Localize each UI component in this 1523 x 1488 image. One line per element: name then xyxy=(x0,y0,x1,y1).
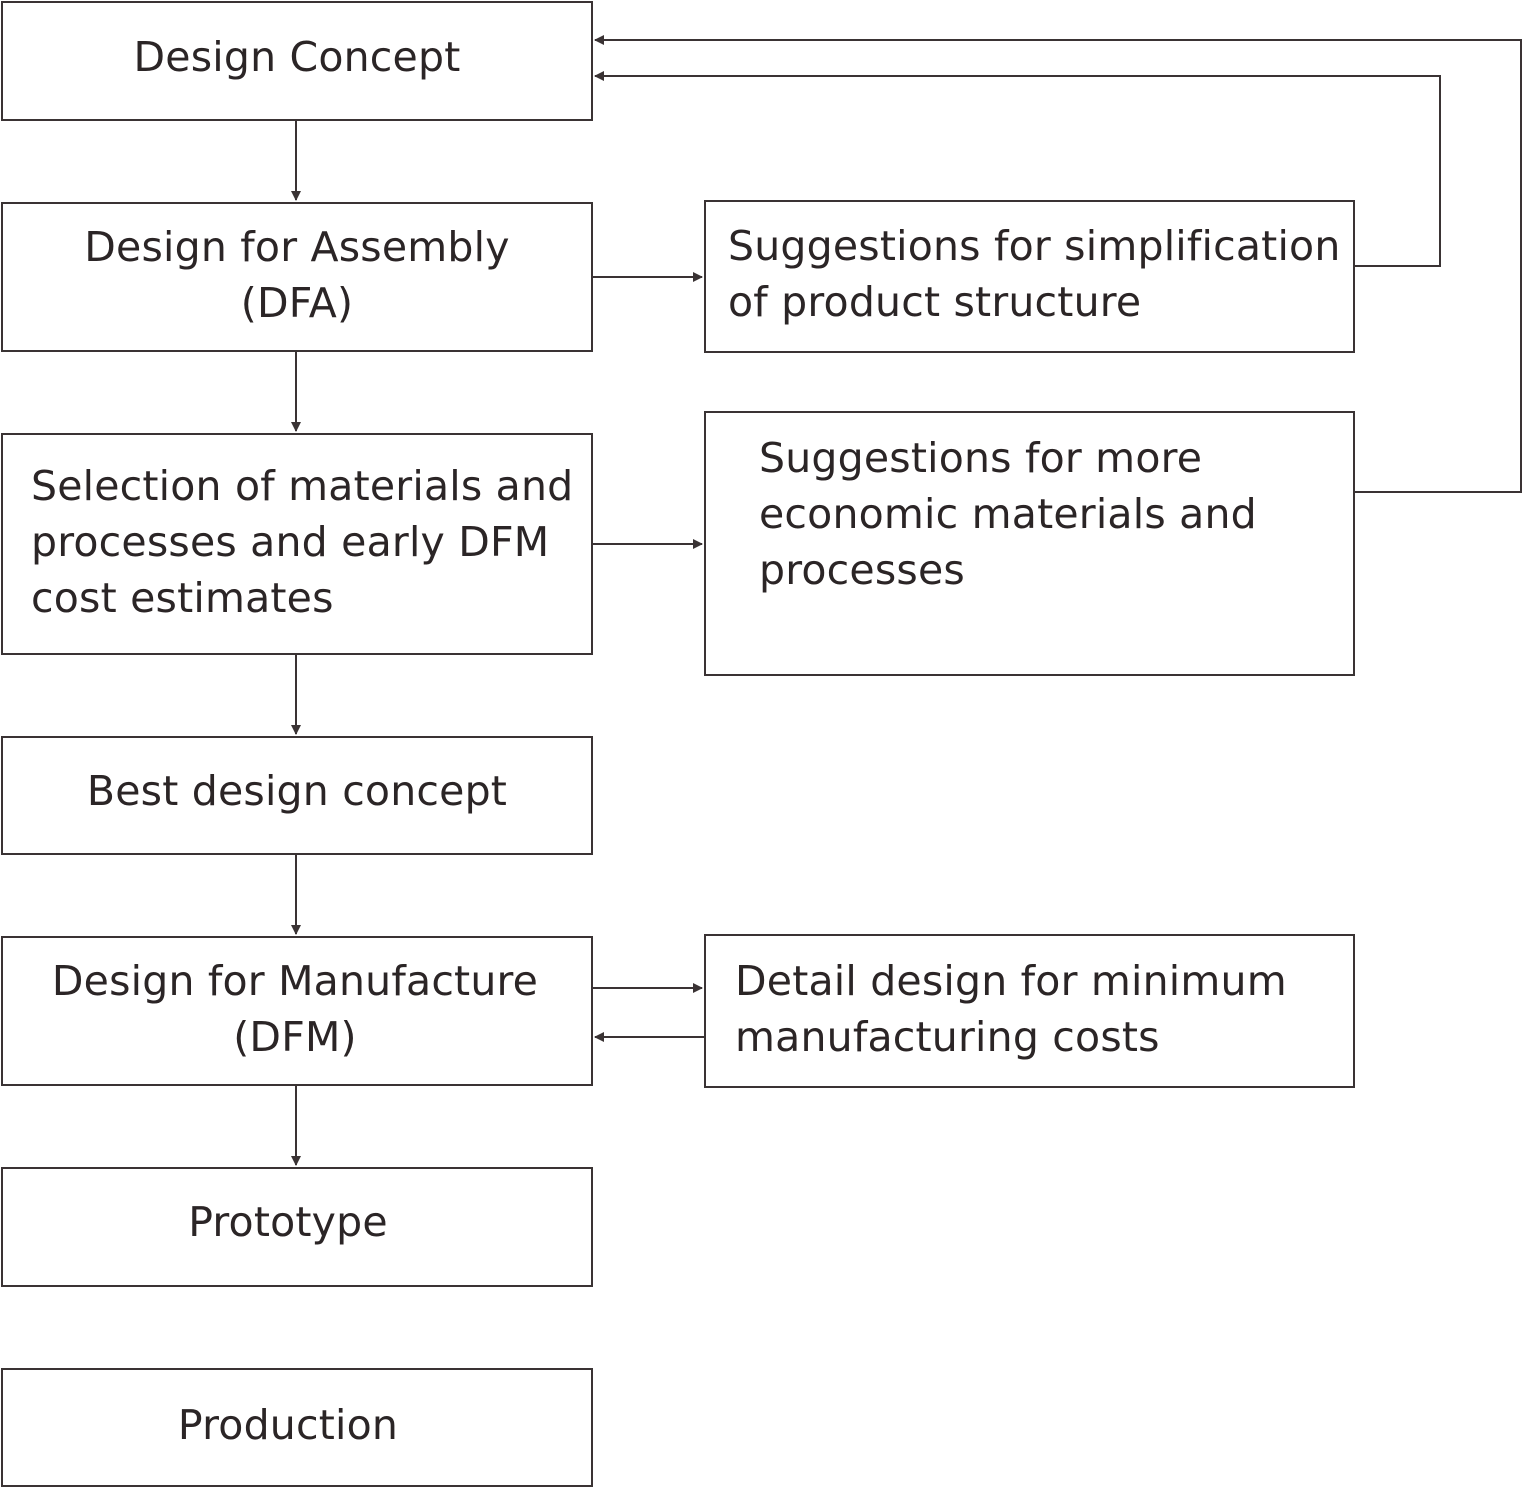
node-design-concept: Design Concept xyxy=(1,1,593,121)
node-selection-of-materials-label: Selection of materials and processes and… xyxy=(31,462,574,622)
node-economic-suggestions-label: Suggestions for more economic materials … xyxy=(759,433,1257,594)
node-production: Production xyxy=(1,1368,593,1487)
node-design-for-assembly: Design for Assembly (DFA) xyxy=(1,202,593,352)
node-design-for-manufacture-label: Design for Manufacture (DFM) xyxy=(51,957,539,1061)
feedback-economic-to-concept xyxy=(594,35,1522,493)
node-selection-of-materials: Selection of materials and processes and… xyxy=(1,433,593,655)
node-prototype-label: Prototype xyxy=(188,1198,388,1246)
feedback-simplification-to-concept xyxy=(594,71,1441,267)
node-prototype: Prototype xyxy=(1,1167,593,1287)
node-simplification-suggestions-label: Suggestions for simplification of produc… xyxy=(728,221,1341,326)
node-best-design-concept: Best design concept xyxy=(1,736,593,855)
node-production-label: Production xyxy=(177,1400,399,1449)
node-design-concept-label: Design Concept xyxy=(133,33,461,81)
node-design-for-assembly-label: Design for Assembly (DFA) xyxy=(84,223,510,327)
node-simplification-suggestions: Suggestions for simplification of produc… xyxy=(704,200,1355,353)
node-design-for-manufacture: Design for Manufacture (DFM) xyxy=(1,936,593,1086)
node-detail-design-label: Detail design for minimum manufacturing … xyxy=(735,957,1287,1061)
node-best-design-concept-label: Best design concept xyxy=(86,766,508,815)
node-detail-design: Detail design for minimum manufacturing … xyxy=(704,934,1355,1088)
node-economic-suggestions: Suggestions for more economic materials … xyxy=(704,411,1355,676)
